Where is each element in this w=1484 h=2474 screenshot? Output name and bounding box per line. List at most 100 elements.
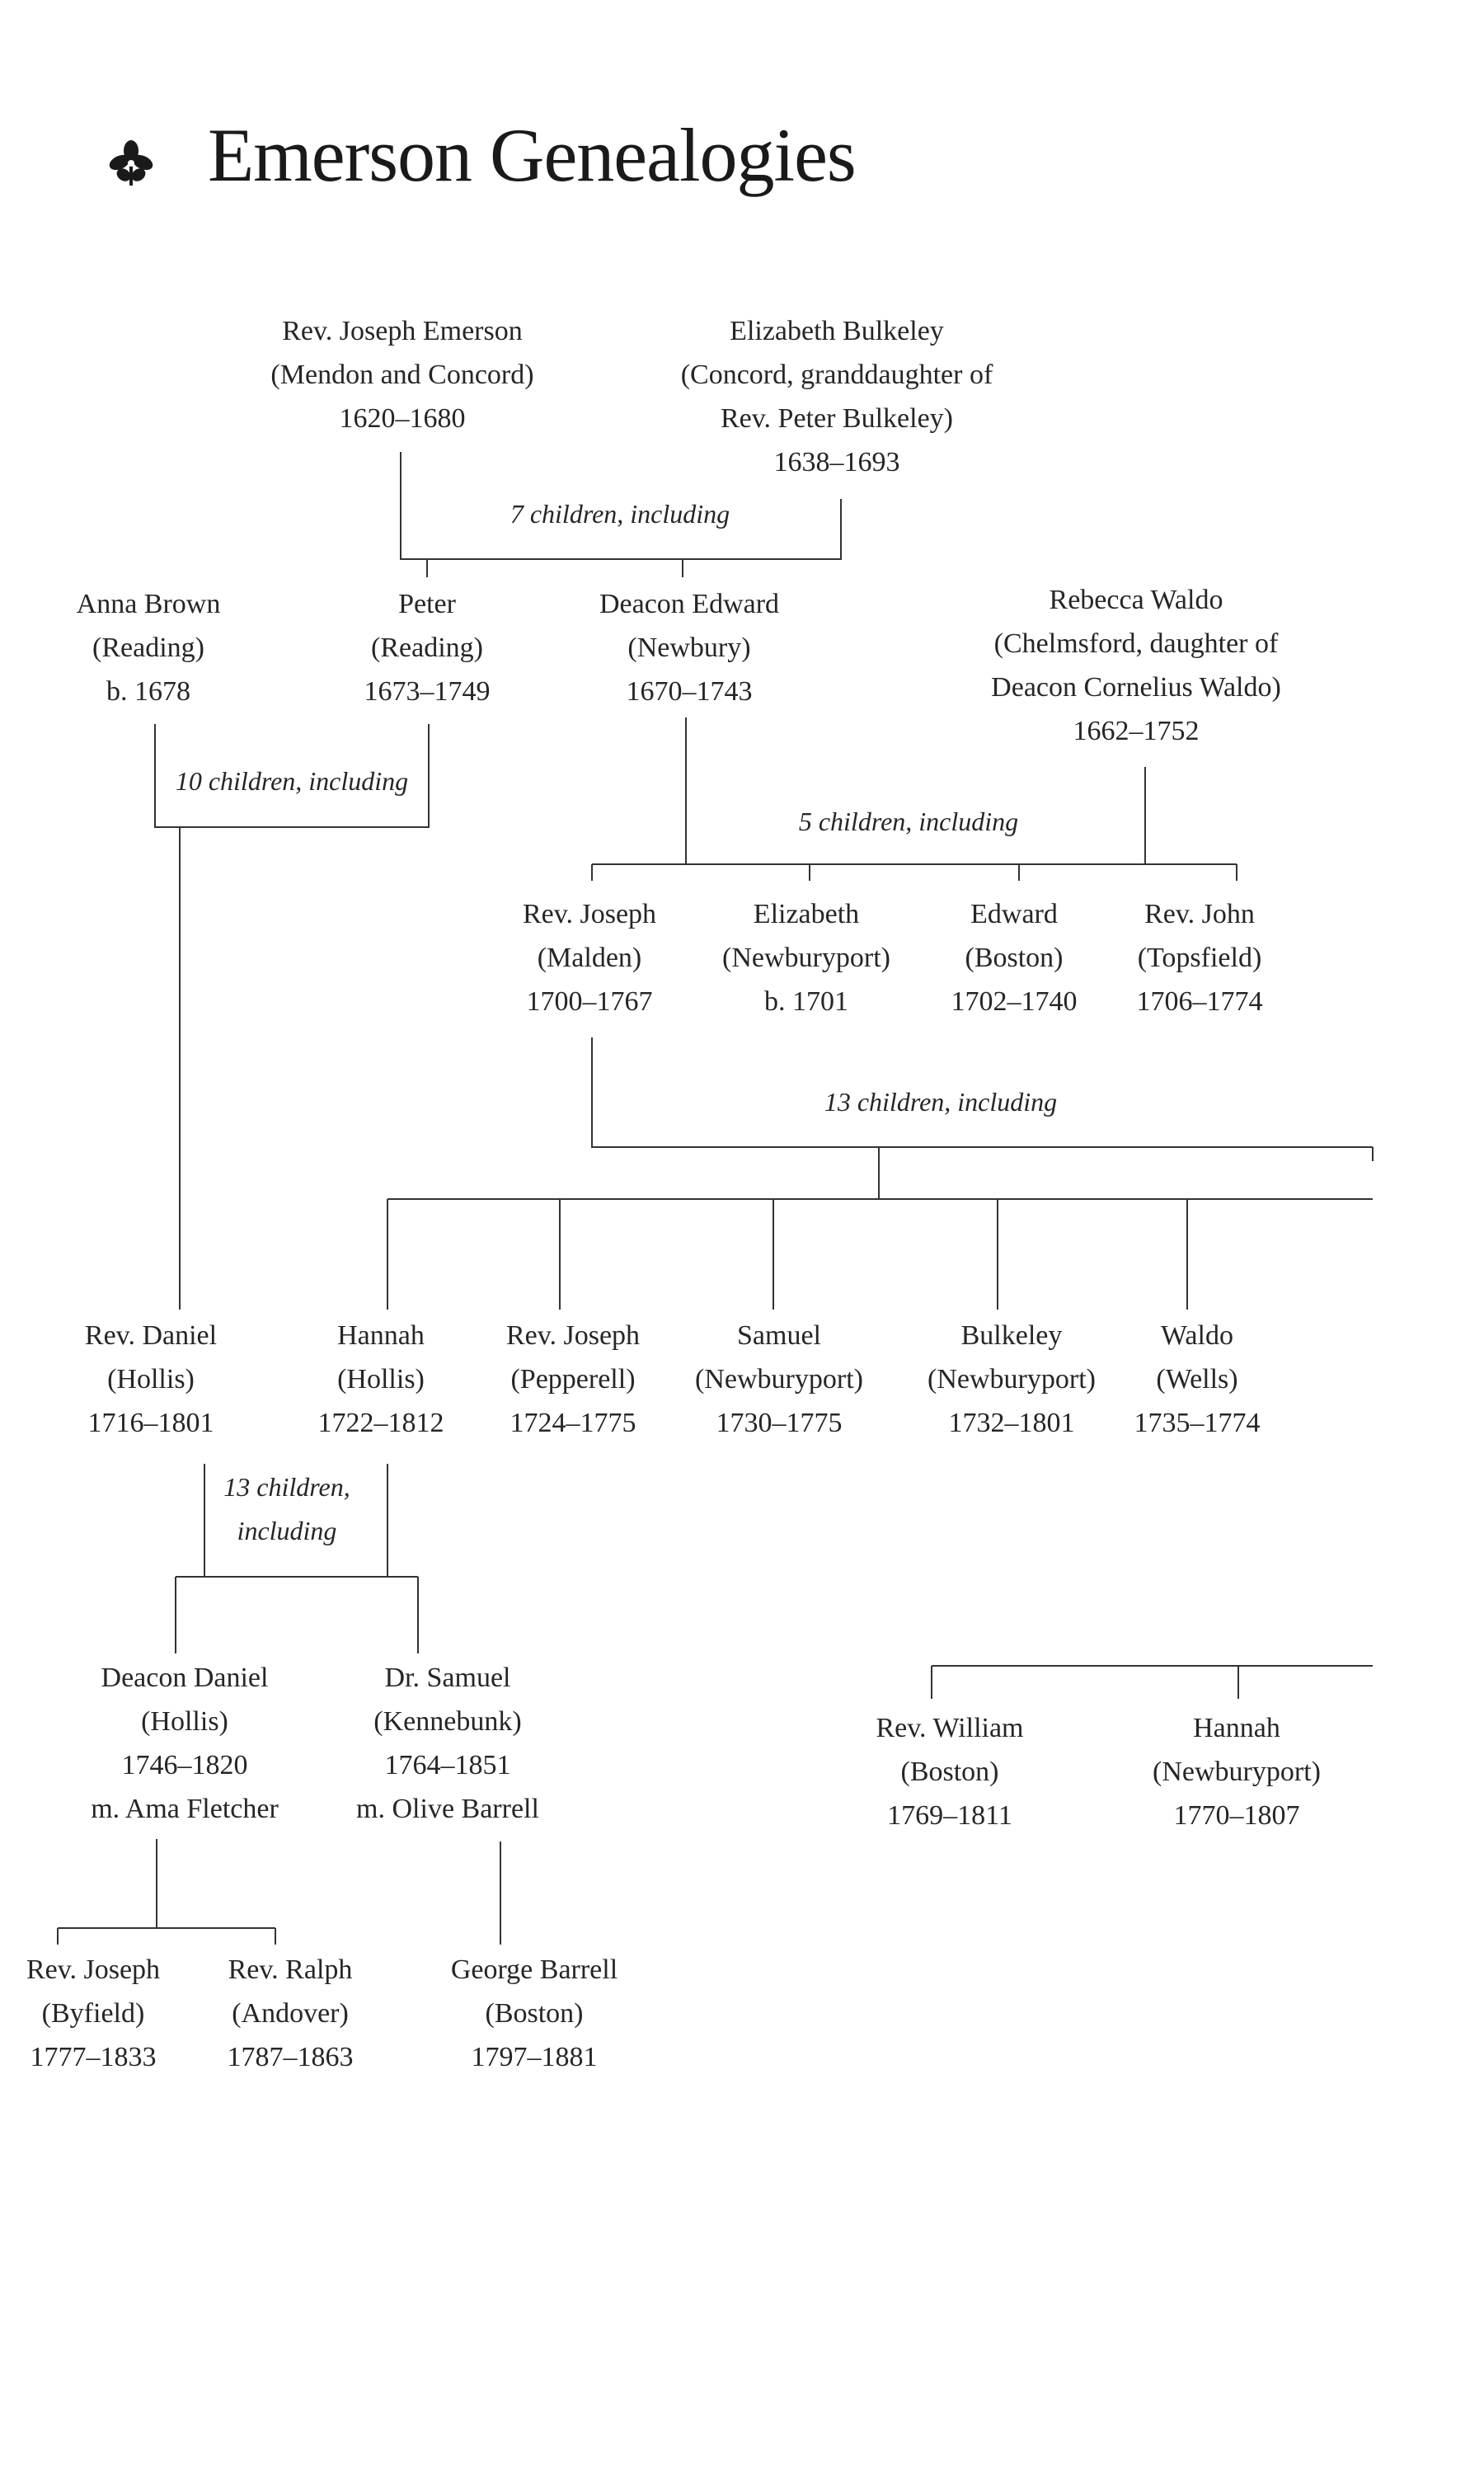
person-line: (Newburyport) bbox=[928, 1364, 1096, 1395]
person-line: 1670–1743 bbox=[626, 676, 753, 707]
person-line: Rev. Ralph bbox=[228, 1954, 353, 1985]
person-line: (Reading) bbox=[371, 633, 483, 663]
person-rev-joseph-emerson: Rev. Joseph Emerson(Mendon and Concord)1… bbox=[270, 309, 533, 440]
person-line: (Hollis) bbox=[141, 1706, 228, 1737]
person-line: (Kennebunk) bbox=[373, 1706, 522, 1737]
person-line: George Barrell bbox=[450, 1954, 618, 1985]
caption-line: 13 children, including bbox=[824, 1087, 1058, 1117]
person-line: b. 1678 bbox=[106, 676, 190, 707]
person-george-barrell: George Barrell (Boston) 1797–1881 bbox=[451, 1948, 618, 2079]
person-line: (Byfield) bbox=[41, 1998, 145, 2029]
person-line: 1673–1749 bbox=[364, 676, 491, 707]
person-bulkeley: Bulkeley(Newburyport)1732–1801 bbox=[928, 1314, 1096, 1445]
person-line: (Newburyport) bbox=[695, 1364, 863, 1395]
person-line: Elizabeth bbox=[753, 899, 860, 929]
person-line: 1797–1881 bbox=[471, 2042, 598, 2072]
person-elizabeth-newburyport: Elizabeth (Newburyport) b. 1701 bbox=[722, 892, 890, 1023]
person-rev-joseph-pepperell: Rev. Joseph(Pepperell)1724–1775 bbox=[506, 1314, 640, 1445]
person-deacon-daniel: Deacon Daniel (Hollis) 1746–1820 m. Ama Fle… bbox=[91, 1656, 279, 1831]
person-line: m. Ama Fletcher bbox=[91, 1794, 279, 1824]
person-line: 1700–1767 bbox=[526, 986, 653, 1017]
person-line: 1769–1811 bbox=[887, 1800, 1012, 1831]
caption-line: including bbox=[237, 1516, 337, 1545]
page-title: Emerson Genealogies bbox=[208, 113, 857, 197]
person-line: Rev. Peter Bulkeley) bbox=[720, 403, 953, 434]
caption-13-children-gen4: 13 children, including bbox=[824, 1080, 1057, 1124]
person-rev-ralph: Rev. Ralph (Andover) 1787–1863 bbox=[228, 1948, 354, 2079]
person-samuel: Samuel (Newburyport) 1730–1775 bbox=[695, 1314, 863, 1445]
person-rev-john: Rev. John(Topsfield)1706–1774 bbox=[1137, 892, 1263, 1023]
person-line: Hannah bbox=[1193, 1713, 1280, 1743]
person-line: 1706–1774 bbox=[1136, 986, 1263, 1017]
person-rev-joseph-malden: Rev. Joseph (Malden) 1700–1767 bbox=[523, 892, 656, 1023]
person-line: Deacon Cornelius Waldo) bbox=[991, 672, 1281, 703]
person-line: Rev. William bbox=[876, 1713, 1024, 1743]
person-line: (Wells) bbox=[1156, 1364, 1238, 1395]
caption-line: 13 children, bbox=[223, 1472, 350, 1502]
person-line: (Malden) bbox=[537, 943, 642, 973]
person-line: b. 1701 bbox=[764, 986, 848, 1017]
person-deacon-edward: Deacon Edward (Newbury) 1670–1743 bbox=[599, 582, 779, 713]
person-line: m. Olive Barrell bbox=[356, 1794, 539, 1824]
person-line: 1638–1693 bbox=[773, 447, 900, 477]
person-line: 1735–1774 bbox=[1134, 1408, 1261, 1438]
person-elizabeth-bulkeley: Elizabeth Bulkeley(Concord, granddaughte… bbox=[681, 309, 993, 484]
person-line: Bulkeley bbox=[960, 1320, 1063, 1351]
person-line: Dr. Samuel bbox=[384, 1663, 511, 1693]
person-line: (Newbury) bbox=[627, 633, 751, 663]
person-line: 1746–1820 bbox=[121, 1750, 248, 1780]
person-peter: Peter (Reading) 1673–1749 bbox=[364, 582, 491, 713]
person-line: 1722–1812 bbox=[317, 1408, 444, 1438]
person-line: Rev. Daniel bbox=[84, 1320, 218, 1351]
person-line: (Boston) bbox=[485, 1998, 584, 2029]
person-line: Elizabeth Bulkeley bbox=[730, 316, 944, 346]
person-line: (Andover) bbox=[232, 1998, 349, 2029]
descent-line-rev-joseph-malden bbox=[591, 1037, 1373, 1148]
marriage-line-emerson-bulkeley bbox=[400, 452, 842, 560]
person-line: 1764–1851 bbox=[384, 1750, 511, 1780]
person-line: Samuel bbox=[737, 1320, 821, 1351]
person-line: Peter bbox=[398, 589, 456, 619]
person-line: Rev. John bbox=[1144, 899, 1255, 929]
marriage-line-brown-peter bbox=[154, 724, 430, 828]
caption-10-children: 10 children, including bbox=[176, 760, 408, 803]
person-rev-william: Rev. William (Boston) 1769–1811 bbox=[876, 1706, 1024, 1837]
person-dr-samuel: Dr. Samuel (Kennebunk) 1764–1851 m. Olive B… bbox=[356, 1656, 539, 1831]
person-line: Rev. Joseph bbox=[26, 1954, 161, 1985]
person-line: 1787–1863 bbox=[227, 2042, 354, 2072]
person-line: Hannah bbox=[337, 1320, 425, 1351]
caption-line: 7 children, including bbox=[510, 499, 730, 529]
person-line: Deacon Edward bbox=[599, 589, 780, 619]
person-rebecca-waldo: Rebecca Waldo (Chelmsford, daughter of Dea… bbox=[991, 578, 1281, 753]
person-line: (Chelmsford, daughter of bbox=[993, 628, 1279, 659]
person-rev-joseph-byfield: Rev. Joseph(Byfield)1777–1833 bbox=[26, 1948, 160, 2079]
person-line: Waldo bbox=[1161, 1320, 1233, 1351]
person-line: (Hollis) bbox=[337, 1364, 425, 1395]
person-line: Rebecca Waldo bbox=[1049, 585, 1223, 615]
person-line: Rev. Joseph Emerson bbox=[282, 316, 523, 346]
person-waldo: Waldo (Wells) 1735–1774 bbox=[1134, 1314, 1261, 1445]
person-line: (Newburyport) bbox=[722, 943, 890, 973]
person-line: 1770–1807 bbox=[1173, 1800, 1300, 1831]
caption-line: 10 children, including bbox=[175, 766, 409, 796]
person-line: 1730–1775 bbox=[716, 1408, 843, 1438]
person-line: (Boston) bbox=[900, 1757, 999, 1787]
person-line: Anna Brown bbox=[76, 589, 221, 619]
person-line: (Pepperell) bbox=[510, 1364, 636, 1395]
person-line: Deacon Daniel bbox=[101, 1663, 269, 1693]
person-line: (Boston) bbox=[965, 943, 1064, 973]
person-line: 1724–1775 bbox=[510, 1408, 636, 1438]
person-hannah-newburyport: Hannah (Newburyport) 1770–1807 bbox=[1153, 1706, 1321, 1837]
caption-line: 5 children, including bbox=[798, 807, 1019, 836]
person-line: 1662–1752 bbox=[1073, 716, 1200, 746]
person-line: 1620–1680 bbox=[339, 403, 466, 434]
caption-13-children-gen5: 13 children, including bbox=[223, 1465, 350, 1553]
person-line: Rev. Joseph bbox=[522, 899, 657, 929]
caption-7-children: 7 children, including bbox=[510, 492, 730, 536]
leaf-ornament-icon bbox=[109, 140, 153, 186]
person-line: (Newburyport) bbox=[1153, 1757, 1321, 1787]
person-rev-daniel: Rev. Daniel(Hollis)1716–1801 bbox=[85, 1314, 217, 1445]
person-anna-brown: Anna Brown(Reading)b. 1678 bbox=[77, 582, 221, 713]
